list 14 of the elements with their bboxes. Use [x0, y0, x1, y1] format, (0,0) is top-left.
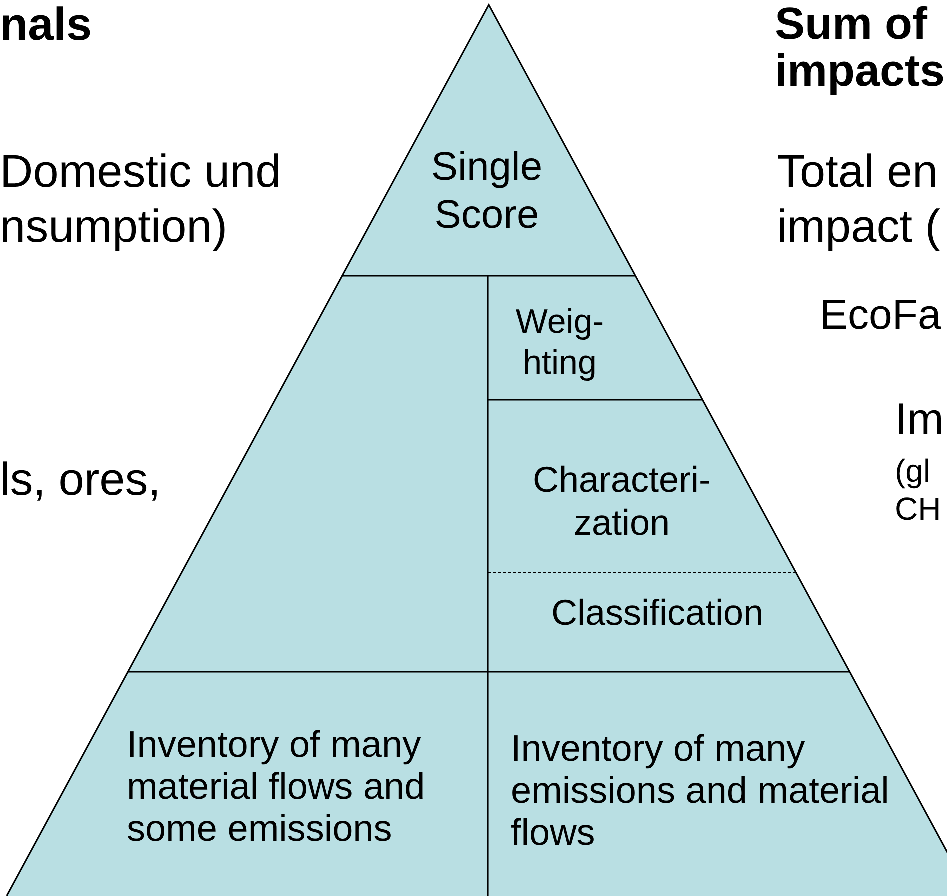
side-note: Im: [895, 394, 945, 446]
section-label: Inventory of many material flows and some emissions: [126, 724, 426, 850]
side-note: Domestic und nsumption): [0, 144, 282, 254]
section-label: Weig- hting: [514, 302, 606, 384]
side-note: (gl CH: [895, 452, 942, 529]
section-label: Characteri- zation: [532, 458, 712, 544]
section-label: Single Score: [430, 144, 544, 239]
side-note: EcoFa: [820, 290, 942, 340]
side-note: Total en impact (: [777, 144, 942, 254]
section-label: Classification: [550, 591, 765, 634]
side-note: Sum of impacts: [775, 0, 946, 94]
section-label: Inventory of many emissions and material flows: [511, 728, 890, 854]
side-note: nals: [0, 0, 94, 48]
side-note: ls, ores,: [0, 452, 162, 507]
